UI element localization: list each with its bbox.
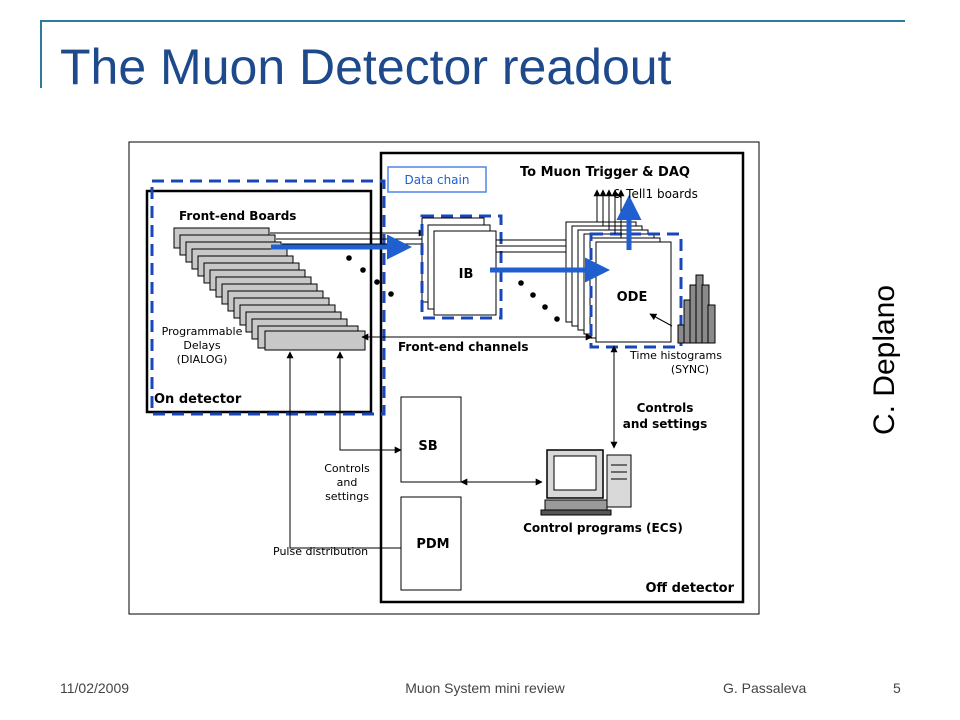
continuation-dots-left [346, 255, 394, 297]
on-detector-label: On detector [154, 392, 242, 407]
pdm-box [400, 496, 462, 591]
data-chain-label-box [387, 166, 487, 193]
pulse-distribution-label: Pulse distribution [273, 545, 368, 558]
dialog-label: (DIALOG) [177, 353, 228, 366]
footer-author: G. Passaleva [723, 680, 807, 696]
sb-box [400, 396, 462, 483]
sync-label: (SYNC) [671, 363, 709, 376]
control-programs-label: Control programs (ECS) [523, 521, 683, 535]
ode-board-stack [565, 221, 672, 343]
programmable-label: Programmable [162, 325, 243, 338]
footer-page-number: 5 [893, 680, 901, 696]
on-detector-box [145, 189, 373, 414]
ib-board-stack [421, 217, 497, 316]
sb-fe-control-link [336, 351, 402, 454]
footer-center: Muon System mini review [405, 680, 565, 696]
ib-label: IB [459, 267, 474, 282]
footer-date: 11/02/2009 [60, 680, 130, 696]
front-end-boards-label: Front-end Boards [179, 209, 296, 223]
sb-label: SB [418, 439, 437, 454]
to-trigger-label-line2: & Tell1 boards [613, 187, 698, 201]
front-end-channels-label: Front-end channels [398, 340, 529, 354]
to-trigger-label-line1: To Muon Trigger & DAQ [520, 165, 690, 180]
histogram-pointer [649, 313, 673, 327]
controls-settings-label-line1: Controls [637, 401, 694, 415]
ode-label: ODE [617, 290, 648, 305]
on-detector-highlight [150, 179, 386, 416]
controls-left-label-line1: Controls [324, 462, 370, 475]
continuation-dots-right [518, 280, 560, 322]
ib-highlight [420, 214, 503, 320]
slide-frame-top [40, 20, 905, 22]
ode-highlight [589, 232, 683, 349]
time-histograms-graphic [677, 274, 716, 344]
slide-frame-left [40, 20, 42, 88]
computer-icon [540, 449, 632, 516]
pdm-label: PDM [416, 537, 449, 552]
data-chain-label: Data chain [405, 173, 470, 187]
off-detector-label: Off detector [645, 581, 734, 596]
controls-left-label-line3: settings [325, 490, 369, 503]
pulse-distribution-link [286, 351, 401, 549]
controls-settings-label-line2: and settings [623, 417, 708, 431]
front-end-board-stack [173, 227, 366, 351]
controls-left-label-line2: and [337, 476, 358, 489]
time-histograms-label: Time histograms [629, 349, 722, 362]
slide-title: The Muon Detector readout [60, 39, 672, 95]
delays-label: Delays [183, 339, 221, 352]
